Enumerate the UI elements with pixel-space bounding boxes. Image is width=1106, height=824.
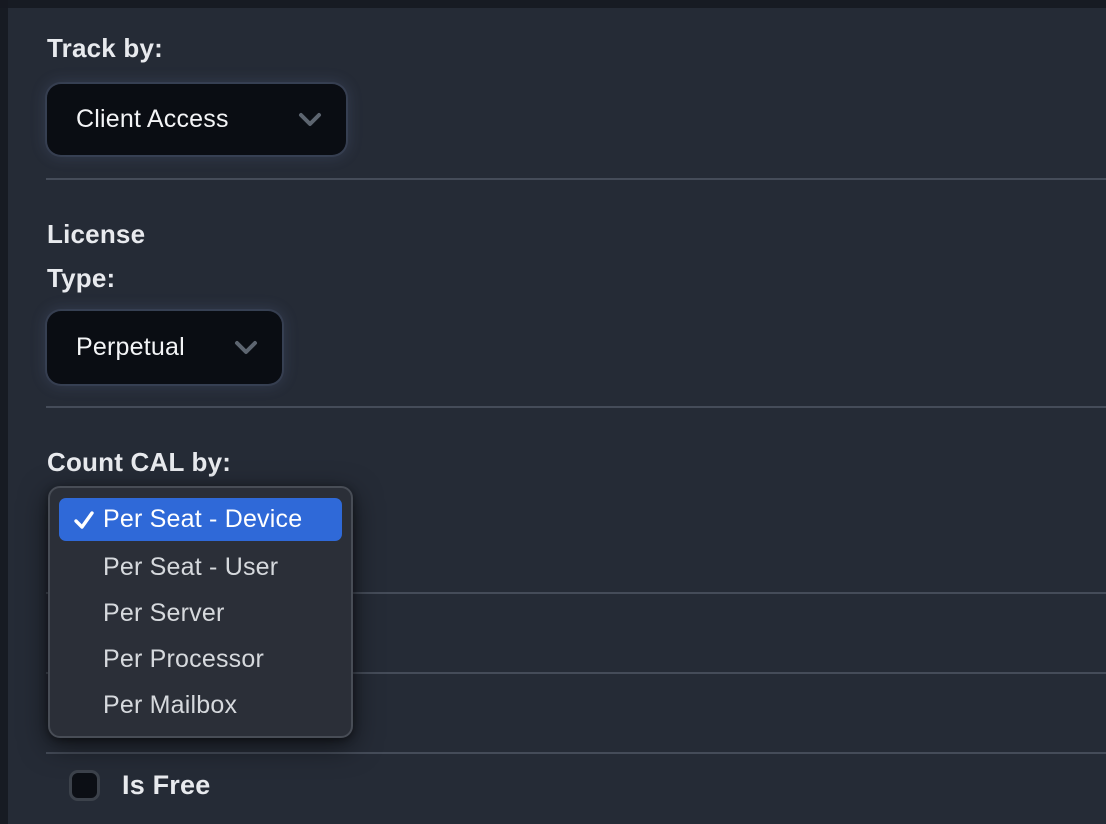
is-free-checkbox[interactable] bbox=[69, 770, 100, 801]
chevron-down-icon bbox=[235, 341, 257, 354]
menu-option-label: Per Seat - User bbox=[103, 552, 279, 581]
menu-option-per-seat-user[interactable]: Per Seat - User bbox=[59, 544, 342, 590]
menu-option-label: Per Seat - Device bbox=[103, 505, 303, 533]
license-type-label: License Type: bbox=[47, 219, 146, 293]
menu-option-per-mailbox[interactable]: Per Mailbox bbox=[59, 682, 342, 728]
divider bbox=[46, 178, 1106, 180]
menu-option-per-seat-device[interactable]: Per Seat - Device bbox=[59, 498, 342, 541]
count-cal-by-label: Count CAL by: bbox=[47, 447, 232, 477]
license-type-select[interactable]: Perpetual bbox=[47, 311, 282, 384]
checkmark-slot bbox=[72, 555, 96, 579]
divider bbox=[46, 752, 1106, 754]
menu-option-label: Per Mailbox bbox=[103, 690, 238, 719]
window-edge-left bbox=[0, 0, 8, 824]
divider bbox=[46, 406, 1106, 408]
chevron-down-icon bbox=[299, 113, 321, 126]
checkmark-slot bbox=[72, 647, 96, 671]
checkmark-slot bbox=[72, 693, 96, 717]
track-by-selected-value: Client Access bbox=[76, 105, 229, 133]
menu-option-label: Per Server bbox=[103, 598, 225, 627]
license-type-selected-value: Perpetual bbox=[76, 333, 185, 361]
track-by-select[interactable]: Client Access bbox=[47, 84, 346, 155]
checkmark-icon bbox=[72, 508, 96, 532]
window-edge-top bbox=[0, 0, 1106, 8]
count-cal-by-dropdown-menu: Per Seat - Device Per Seat - User Per Se… bbox=[48, 486, 353, 738]
is-free-row: Is Free bbox=[69, 770, 210, 801]
divider bbox=[46, 672, 1106, 674]
is-free-label: Is Free bbox=[122, 770, 211, 800]
divider bbox=[46, 592, 1106, 594]
track-by-label: Track by: bbox=[47, 33, 163, 63]
checkmark-slot bbox=[72, 601, 96, 625]
menu-option-label: Per Processor bbox=[103, 644, 264, 673]
menu-option-per-server[interactable]: Per Server bbox=[59, 590, 342, 636]
menu-option-per-processor[interactable]: Per Processor bbox=[59, 636, 342, 682]
